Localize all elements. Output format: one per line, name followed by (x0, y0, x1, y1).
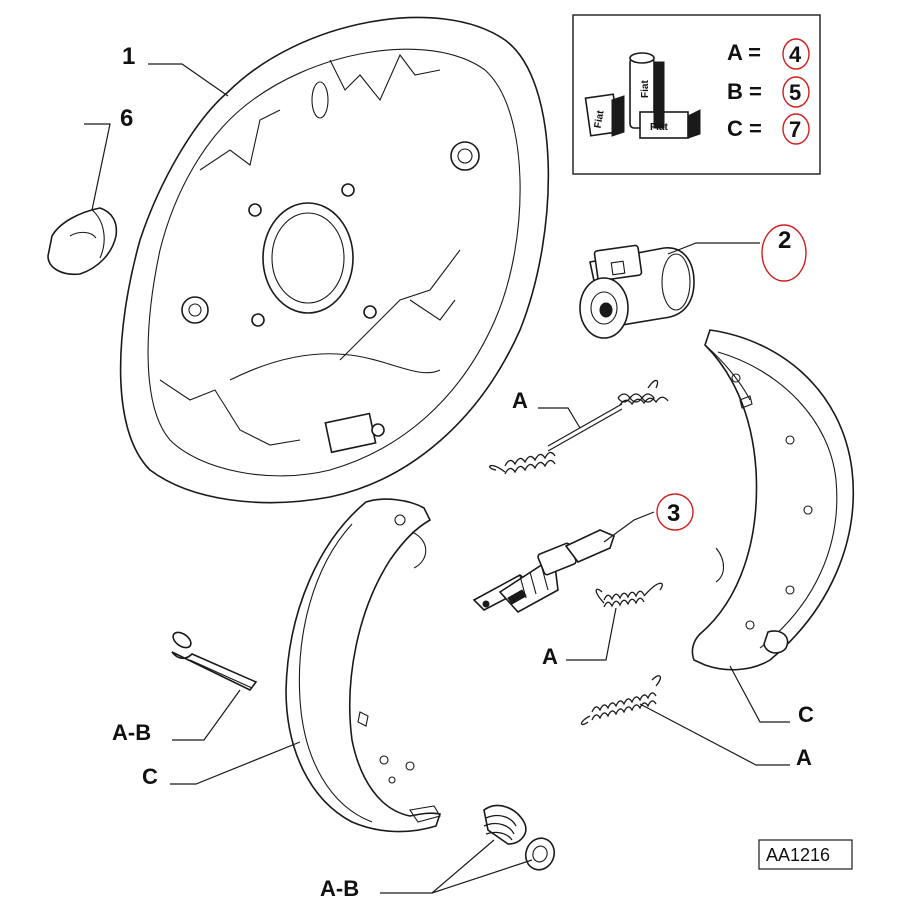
retainer-spring-and-cup (483, 804, 556, 871)
middle-spring (595, 582, 663, 608)
legend-product-text-3: Fiat (650, 122, 668, 133)
legend-box: Fiat Fiat Fiat A = B = C = 4 5 7 (572, 14, 821, 175)
legend-ring-b (782, 76, 810, 108)
brake-shoe-left (285, 498, 442, 833)
legend-key-c: C = (727, 116, 762, 141)
legend-key-b: B = (727, 79, 762, 104)
lower-spring (580, 675, 661, 726)
legend-key-a: A = (727, 40, 761, 65)
highlight-ring-3 (656, 493, 694, 531)
callout-c-right: C (798, 702, 814, 727)
adjuster-mechanism (472, 529, 615, 614)
backing-plate (119, 16, 550, 504)
callout-a-upper: A (512, 388, 528, 413)
callout-6: 6 (120, 105, 133, 132)
legend-product-text-2: Fiat (640, 80, 651, 98)
callout-2: 2 (778, 227, 791, 254)
highlight-ring-2 (761, 224, 807, 282)
legend-product-text-1: Fiat (593, 109, 607, 129)
callout-a-middle: A (542, 644, 558, 669)
callout-a-lower: A (796, 745, 812, 770)
legend-product-illustration: Fiat Fiat Fiat (584, 52, 701, 139)
hold-down-pin (171, 631, 258, 692)
callout-3: 3 (667, 500, 680, 527)
legend-ring-a (782, 38, 810, 70)
wheel-cylinder (579, 244, 695, 339)
leader-lines (84, 63, 790, 894)
callout-c-left: C (142, 764, 158, 789)
legend-value-a: 4 (789, 42, 802, 67)
reference-code-box: AA1216 (758, 839, 853, 870)
callout-ab-bottom: A-B (320, 876, 359, 900)
legend-value-c: 7 (789, 117, 801, 142)
callout-1: 1 (122, 43, 135, 70)
legend-value-b: 5 (789, 80, 801, 105)
legend-ring-c (782, 113, 810, 145)
rubber-plug (47, 207, 118, 276)
brake-shoe-right (691, 329, 854, 671)
callout-ab-left: A-B (112, 720, 151, 745)
reference-code: AA1216 (766, 845, 830, 865)
upper-return-spring (488, 379, 669, 475)
